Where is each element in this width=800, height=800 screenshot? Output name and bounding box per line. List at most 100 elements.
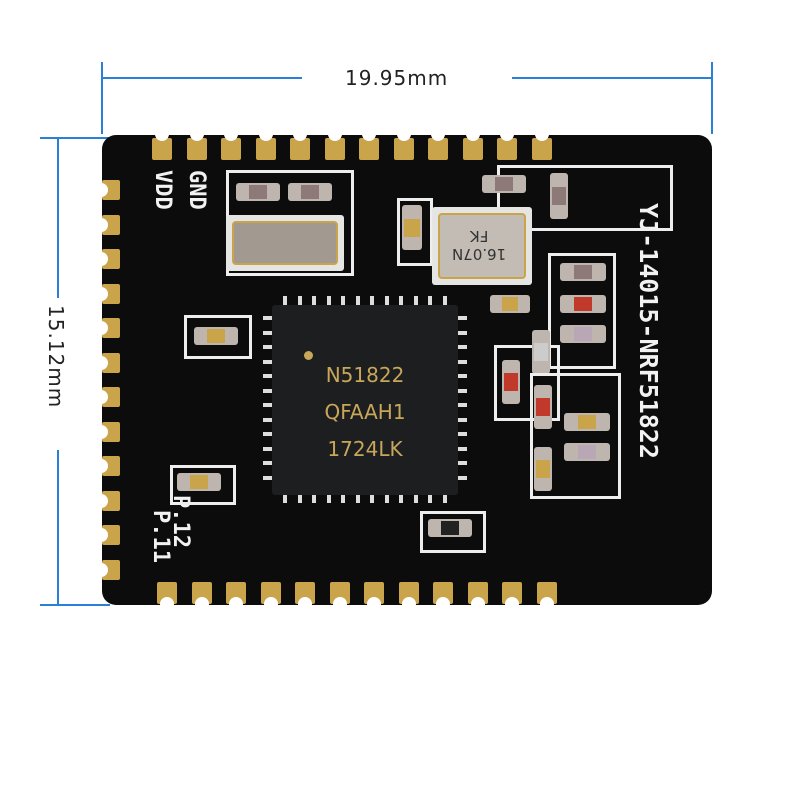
chip-pin (326, 495, 331, 503)
silk-outline (170, 465, 236, 505)
pad-hole (465, 127, 480, 141)
chip-pin (263, 446, 272, 451)
castellated-pad (186, 138, 207, 160)
pad-hole (401, 597, 416, 611)
chip-pin (458, 316, 467, 320)
chip-marking-line3: 1724LK (327, 437, 403, 461)
chip-pin (263, 388, 272, 393)
diode (428, 519, 472, 537)
pad-hole (224, 127, 238, 141)
castellated-pad (324, 138, 345, 160)
width-dimension-line-right (512, 77, 712, 79)
castellated-pad (102, 421, 120, 442)
crystal-marking: 16.07N FK (452, 227, 507, 263)
pad-hole (94, 459, 108, 473)
dimension-tick-top (40, 137, 135, 139)
pad-hole (298, 597, 312, 611)
chip-pin (263, 461, 272, 465)
chip-pin (370, 296, 374, 305)
pad-hole (263, 597, 278, 611)
resistor (564, 443, 610, 461)
pad-hole (94, 286, 108, 301)
chip-marking-line2: QFAAH1 (324, 400, 406, 424)
chip-pin (458, 345, 467, 349)
chip-pin (442, 296, 447, 305)
capacitor (534, 447, 552, 491)
chip-marking-line1: N51822 (325, 363, 405, 387)
castellated-pad (255, 138, 276, 160)
resistor-red (534, 385, 552, 429)
chip-pin (283, 296, 287, 305)
castellated-pad (428, 138, 448, 160)
silk-gnd: GND (184, 170, 209, 210)
chip-pin (458, 359, 467, 364)
chip-pin (263, 475, 272, 480)
width-label: 19.95mm (345, 66, 449, 90)
pad-hole (94, 493, 108, 508)
chip-pin (384, 296, 389, 305)
resistor (288, 183, 332, 201)
chip-pin (297, 495, 302, 503)
pad-hole (94, 528, 108, 542)
chip-pin (413, 296, 418, 305)
silk-outline (497, 165, 673, 231)
pad-hole (155, 127, 169, 141)
pad-hole (94, 183, 108, 197)
dimension-tick-bottom (40, 604, 110, 606)
pad-hole (505, 597, 519, 611)
chip-pin (263, 432, 272, 436)
capacitor (490, 295, 530, 313)
castellated-pad (102, 283, 120, 304)
chip-pin (399, 495, 403, 503)
chip-pin (458, 432, 467, 436)
chip-pin (263, 345, 272, 349)
pad-hole (94, 321, 108, 335)
chip-pin (263, 403, 272, 407)
chip-pin (458, 330, 467, 335)
chip-pin (413, 495, 418, 503)
castellated-pad (221, 138, 241, 160)
silk-outline (548, 253, 616, 369)
pad-hole (332, 597, 347, 611)
pad-hole (94, 562, 108, 577)
castellated-pad (102, 490, 120, 511)
pad-hole (229, 597, 243, 611)
chip-pin (458, 461, 467, 465)
pad-hole (436, 597, 450, 611)
dimension-tick-left (101, 62, 103, 134)
pad-hole (327, 127, 342, 141)
chip-pin (355, 495, 360, 503)
chip-pin (384, 495, 389, 503)
pad-hole (94, 355, 108, 370)
castellated-pad (102, 559, 120, 580)
castellated-pad (359, 138, 379, 160)
chip-pin (341, 495, 345, 503)
dimension-tick-right (711, 62, 713, 134)
capacitor (194, 327, 238, 345)
chip-pin (399, 296, 403, 305)
resistor (236, 183, 280, 201)
silk-vdd: VDD (150, 170, 175, 210)
pad-hole (94, 424, 108, 439)
castellated-pad (152, 138, 172, 160)
resistor (560, 263, 606, 281)
pad-hole (500, 127, 514, 141)
chip-pin (458, 403, 467, 407)
silk-outline (420, 511, 486, 553)
chip-pin (428, 495, 432, 503)
silk-outline (397, 198, 433, 266)
chip-pin (263, 330, 272, 335)
capacitor (550, 173, 568, 219)
chip-pin (442, 495, 447, 503)
chip-pin (263, 417, 272, 422)
castellated-pad (497, 138, 517, 160)
chip-pin (458, 417, 467, 422)
width-dimension-line-left (102, 77, 302, 79)
pad-hole (194, 597, 209, 611)
chip-pin (370, 495, 374, 503)
chip-pin (355, 296, 360, 305)
pad-hole (94, 217, 108, 232)
chip-pin (458, 388, 467, 393)
castellated-pad (462, 138, 483, 160)
